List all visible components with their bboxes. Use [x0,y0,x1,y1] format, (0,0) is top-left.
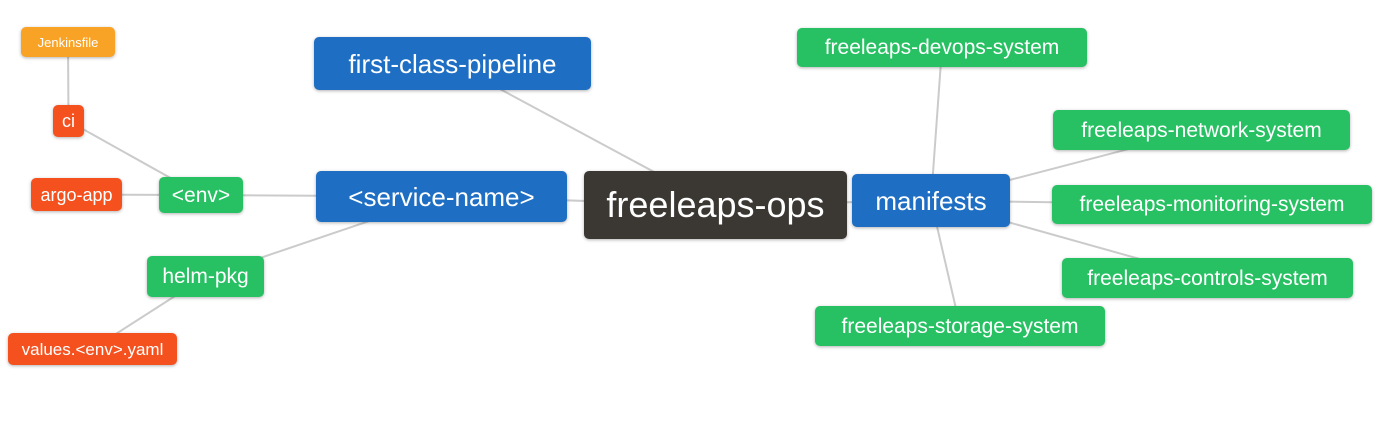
node-controls-system[interactable]: freeleaps-controls-system [1062,258,1353,298]
node-helm-pkg[interactable]: helm-pkg [147,256,264,297]
node-first-class-pipeline[interactable]: first-class-pipeline [314,37,591,90]
node-devops-system[interactable]: freeleaps-devops-system [797,28,1087,67]
node-jenkinsfile[interactable]: Jenkinsfile [21,27,115,57]
node-values-env-yaml[interactable]: values.<env>.yaml [8,333,177,365]
node-manifests[interactable]: manifests [852,174,1010,227]
node-monitoring-system[interactable]: freeleaps-monitoring-system [1052,185,1372,224]
node-argo-app[interactable]: argo-app [31,178,122,211]
node-service-name[interactable]: <service-name> [316,171,567,222]
node-freeleaps-ops[interactable]: freeleaps-ops [584,171,847,239]
node-env[interactable]: <env> [159,177,243,213]
node-storage-system[interactable]: freeleaps-storage-system [815,306,1105,346]
node-network-system[interactable]: freeleaps-network-system [1053,110,1350,150]
node-ci[interactable]: ci [53,105,84,137]
